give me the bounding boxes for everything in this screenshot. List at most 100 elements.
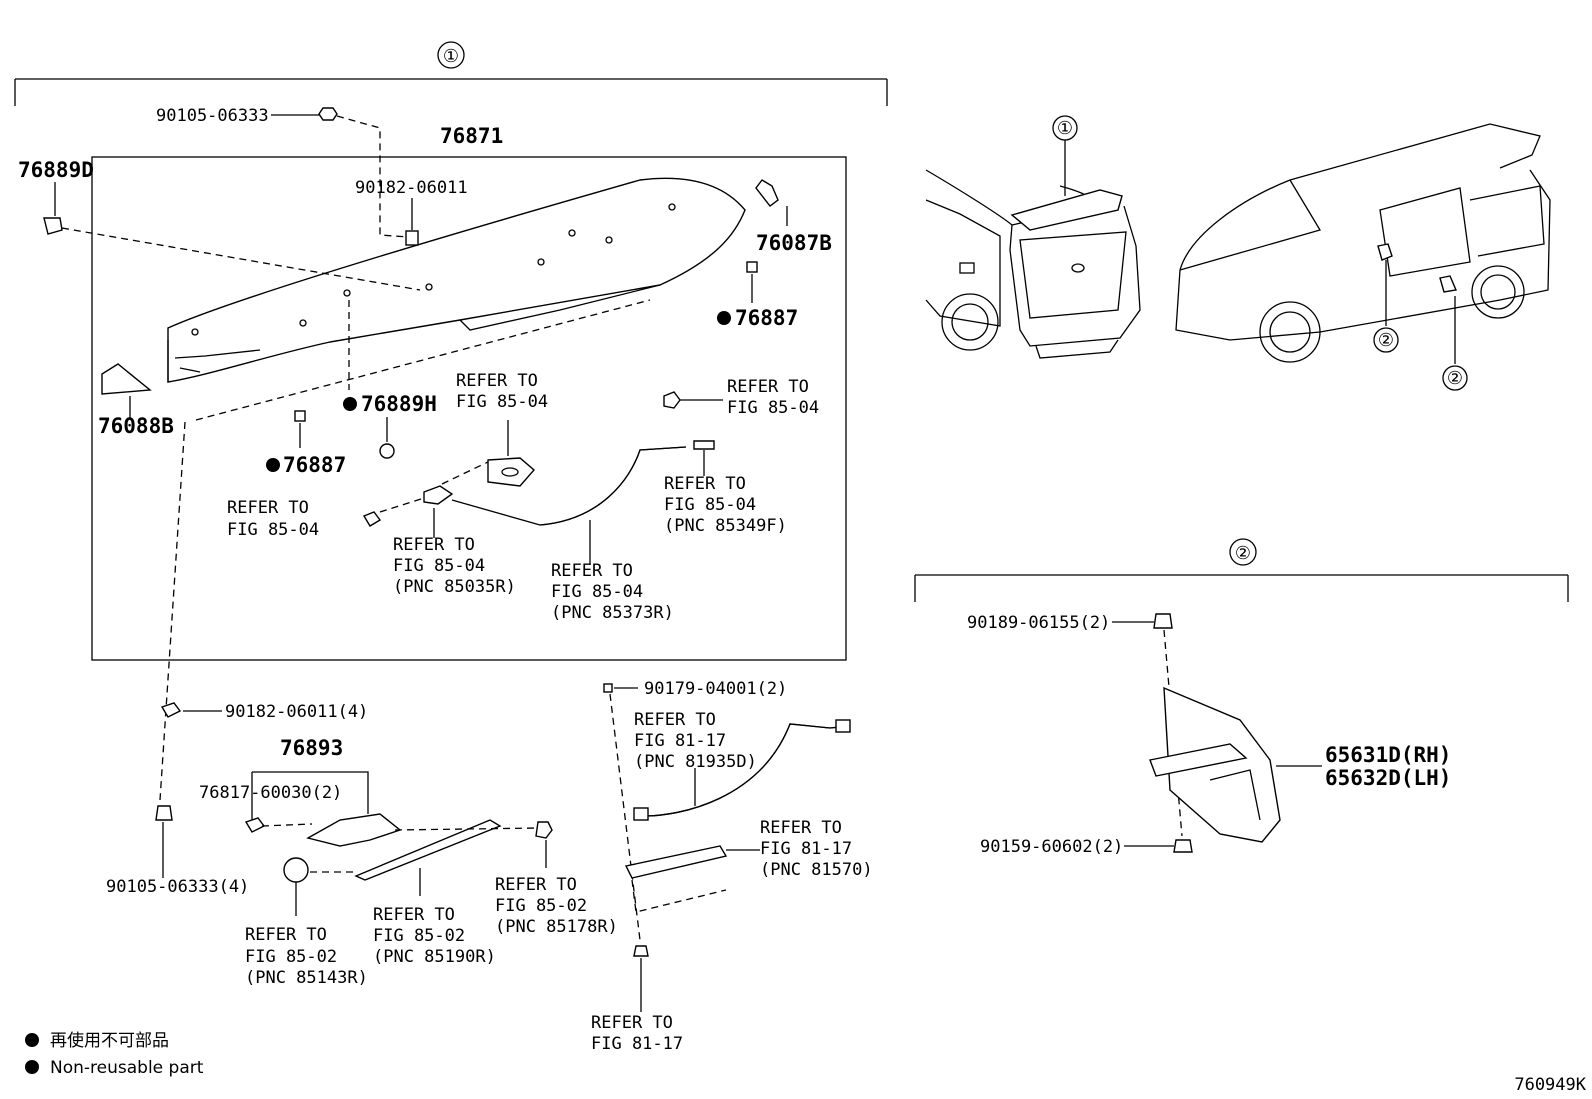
refer-label: FIG 85-04 — [227, 520, 319, 540]
refer-label: REFER TO — [456, 371, 538, 391]
wiper-arm — [354, 819, 502, 881]
bolt-76817 — [244, 817, 266, 833]
label-76889H: 76889H — [361, 392, 437, 416]
refer-label: FIG 85-04 — [664, 495, 756, 515]
refer-label: REFER TO — [634, 710, 716, 730]
refer-label: REFER TO — [727, 377, 809, 397]
vehicle-front-illustration: ② ② — [1175, 123, 1551, 391]
label-90105-06333-4: 90105-06333(4) — [106, 877, 249, 897]
label-76887-right: 76887 — [735, 306, 798, 330]
label-76088B: 76088B — [98, 414, 174, 438]
refer-label: FIG 85-02 — [373, 926, 465, 946]
label-65632D-LH: 65632D(LH) — [1325, 766, 1451, 790]
label-76889D: 76889D — [18, 158, 94, 182]
clip-90179 — [603, 683, 613, 693]
label-90105-06333: 90105-06333 — [156, 106, 269, 126]
label-90182-06011-4: 90182-06011(4) — [225, 702, 368, 722]
assembly-frame-76871 — [91, 156, 847, 661]
legend: 再使用不可部品 Non-reusable part — [25, 1030, 204, 1078]
nonreusable-dot — [343, 397, 357, 411]
screw-part — [362, 511, 382, 527]
hose-85349F — [693, 440, 715, 450]
refer-label: (PNC 85190R) — [373, 947, 496, 967]
refer-label: REFER TO — [227, 498, 309, 518]
label-76871: 76871 — [440, 124, 503, 148]
refer-label: (PNC 85178R) — [495, 917, 618, 937]
refer-label: REFER TO — [551, 561, 633, 581]
bolt-90159 — [1173, 839, 1193, 853]
tape-76887-right — [746, 261, 758, 273]
connector — [835, 719, 851, 733]
nonreusable-dot — [266, 458, 280, 472]
mudguard-65631D — [1163, 686, 1281, 843]
refer-label: REFER TO — [245, 925, 327, 945]
pivot-85178R — [535, 821, 553, 839]
refer-label: FIG 81-17 — [760, 839, 852, 859]
refer-label: REFER TO — [393, 535, 475, 555]
label-90189-06155: 90189-06155(2) — [967, 613, 1110, 633]
refer-label: FIG 85-04 — [727, 398, 819, 418]
label-76893: 76893 — [280, 736, 343, 760]
nonreusable-dot — [25, 1033, 39, 1047]
refer-label: FIG 85-02 — [245, 947, 337, 967]
connector — [633, 807, 649, 821]
bracket-76893 — [306, 813, 402, 847]
refer-label: (PNC 85373R) — [551, 603, 674, 623]
legend-jp: 再使用不可部品 — [50, 1030, 169, 1051]
label-76087B: 76087B — [756, 231, 832, 255]
refer-label: REFER TO — [760, 818, 842, 838]
group-2-bracket: ② — [914, 538, 1569, 602]
refer-label: (PNC 85143R) — [245, 968, 368, 988]
nut-90182 — [405, 230, 419, 246]
nozzle-part — [487, 457, 535, 487]
cap-85143R — [283, 857, 309, 883]
legend-en: Non-reusable part — [50, 1058, 204, 1078]
stop-lamp-81570 — [624, 845, 728, 879]
cover-76087B — [755, 179, 779, 207]
cover-76088B — [101, 363, 152, 395]
refer-label: FIG 81-17 — [591, 1034, 683, 1054]
group-2-callout: ② — [1447, 368, 1463, 389]
refer-label: FIG 81-17 — [634, 731, 726, 751]
clip-76889D — [43, 217, 63, 235]
refer-label: FIG 85-02 — [495, 896, 587, 916]
clamp-part — [663, 391, 681, 409]
group-1-bracket: ① — [14, 41, 888, 106]
bolt-90105-4 — [155, 805, 173, 821]
refer-label: (PNC 81935D) — [634, 752, 757, 772]
joint-85035R — [423, 485, 454, 505]
screw-lamp — [633, 945, 649, 957]
clip-90189 — [1153, 613, 1173, 629]
refer-label: REFER TO — [373, 905, 455, 925]
group-1-marker: ① — [443, 46, 459, 67]
refer-label: FIG 85-04 — [456, 392, 548, 412]
label-65631D-RH: 65631D(RH) — [1325, 743, 1451, 767]
vehicle-rear-illustration: ① — [925, 115, 1141, 359]
label-76887-left: 76887 — [283, 453, 346, 477]
bolt-90105 — [318, 107, 338, 121]
group-2-marker: ② — [1235, 543, 1251, 564]
refer-label: (PNC 85349F) — [664, 516, 787, 536]
grommet-76889H — [379, 443, 395, 459]
refer-label: REFER TO — [664, 474, 746, 494]
refer-label: REFER TO — [495, 875, 577, 895]
figure-id: 760949K — [1514, 1075, 1586, 1095]
tape-76887-left — [294, 410, 306, 422]
refer-label: FIG 85-04 — [393, 556, 485, 576]
rear-spoiler-part — [167, 177, 746, 383]
refer-label: REFER TO — [591, 1013, 673, 1033]
mudguard-flange — [1149, 743, 1248, 777]
group-1-callout: ① — [1057, 118, 1073, 139]
nut-90182-4 — [160, 702, 182, 718]
label-90159-60602: 90159-60602(2) — [980, 837, 1123, 857]
label-90182-06011: 90182-06011 — [355, 178, 468, 198]
group-2-callout: ② — [1378, 330, 1394, 351]
refer-label: (PNC 85035R) — [393, 577, 516, 597]
refer-label: (PNC 81570) — [760, 860, 873, 880]
refer-label: FIG 85-04 — [551, 582, 643, 602]
nonreusable-dot — [25, 1060, 39, 1074]
label-76817-60030: 76817-60030(2) — [199, 783, 342, 803]
label-90179-04001: 90179-04001(2) — [644, 679, 787, 699]
